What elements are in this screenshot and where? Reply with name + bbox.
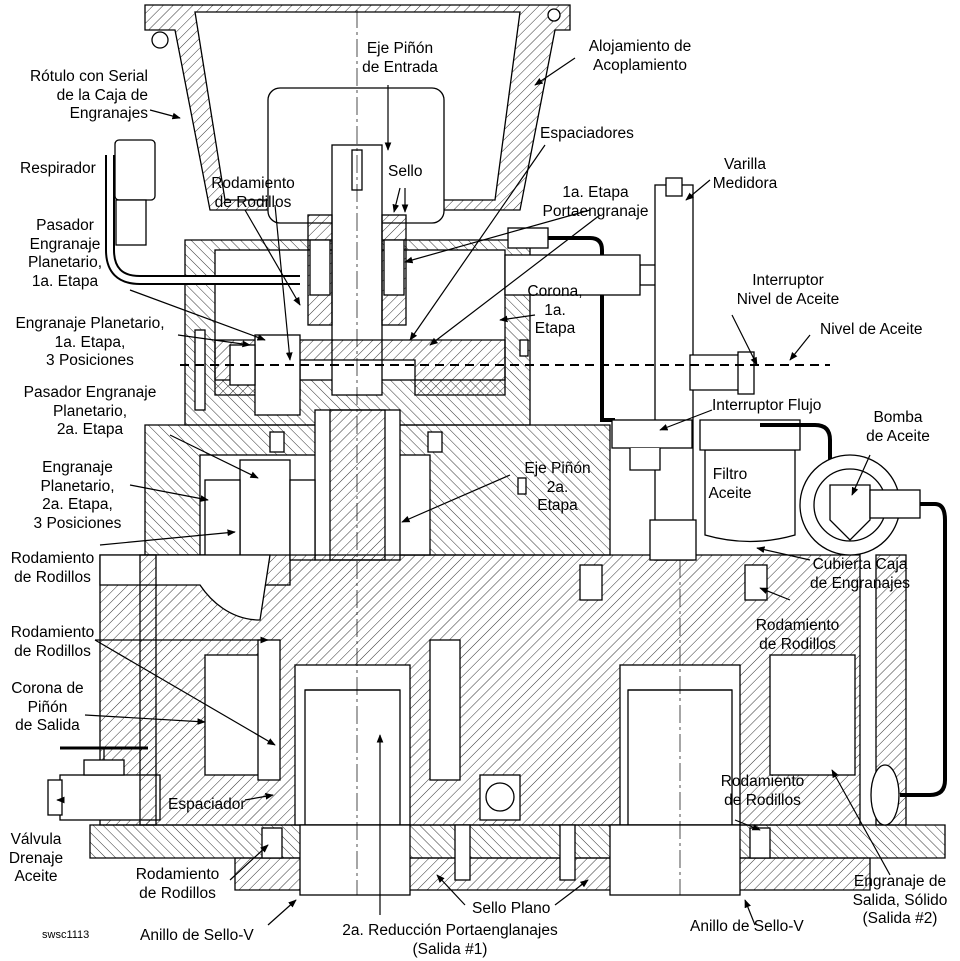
label-planet-pin-1: Pasador Engranaje Planetario, 1a. Etapa	[27, 217, 103, 290]
label-oil-level-switch: Interruptor Nivel de Aceite	[736, 272, 840, 308]
label-flow-switch: Interruptor Flujo	[712, 397, 822, 414]
label-gearbox-cover: Cubierta Caja de Engranajes	[810, 556, 910, 592]
label-oil-level: Nivel de Aceite	[820, 321, 923, 338]
label-input-pinion-shaft: Eje Piñón de Entrada	[362, 40, 438, 76]
label-roller-bearing-right: Rodamiento de Rodillos	[755, 617, 840, 653]
label-serial-plate: Rótulo con Serial de la Caja de Engranaj…	[29, 68, 148, 122]
label-roller-bearing-2: Rodamiento de Rodillos	[10, 550, 95, 586]
label-output-pinion-ring: Corona de Piñón de Salida	[11, 680, 84, 734]
flow-switch-body	[611, 419, 693, 449]
breather	[114, 139, 156, 201]
label-planet-gear-1: Engranaje Planetario, 1a. Etapa, 3 Posic…	[15, 315, 165, 369]
label-v-seal-ring-right: Anillo de Sello-V	[690, 918, 804, 935]
oil-tube	[525, 236, 615, 422]
label-breather: Respirador	[20, 160, 96, 177]
label-roller-bearing-1: Rodamiento de Rodillos	[211, 175, 295, 211]
base-flange	[89, 824, 946, 859]
label-oil-pump: Bomba de Aceite	[866, 409, 930, 445]
label-flat-seal: Sello Plano	[472, 900, 551, 917]
label-dipstick: Varilla Medidora	[712, 156, 778, 192]
label-coupling-housing: Alojamiento de Acoplamiento	[588, 38, 692, 74]
label-seal: Sello	[388, 163, 423, 180]
label-roller-bearing-bottom: Rodamiento de Rodillos	[135, 866, 220, 902]
label-planet-gear-2: Engranaje Planetario, 2a. Etapa, 3 Posic…	[33, 459, 122, 532]
drawing-code: swsc1113	[42, 929, 90, 941]
label-roller-bearing-right-lower: Rodamiento de Rodillos	[720, 773, 805, 809]
label-second-stage-pinion-shaft: Eje Piñón 2a. Etapa	[524, 460, 591, 514]
oil-filter-body	[704, 449, 796, 543]
label-second-reduction-carrier: 2a. Reducción Portaenglanajes (Salida #1…	[342, 922, 558, 958]
label-spacer: Espaciador	[168, 796, 246, 813]
label-roller-bearing-3: Rodamiento de Rodillos	[10, 624, 95, 660]
label-first-stage-carrier: 1a. Etapa Portaengranaje	[542, 184, 649, 220]
label-output-gear-solid: Engranaje de Salida, Sólido (Salida #2)	[852, 873, 948, 927]
dipstick	[654, 184, 694, 561]
label-v-seal-ring-left: Anillo de Sello-V	[140, 927, 254, 944]
label-spacers: Espaciadores	[540, 125, 634, 142]
label-oil-filter: Filtro Aceite	[708, 466, 752, 502]
label-first-stage-ring: Corona, 1a. Etapa	[527, 283, 583, 337]
label-oil-drain-valve: Válvula Drenaje Aceite	[8, 831, 64, 885]
label-planet-pin-2: Pasador Engranaje Planetario, 2a. Etapa	[23, 384, 157, 438]
